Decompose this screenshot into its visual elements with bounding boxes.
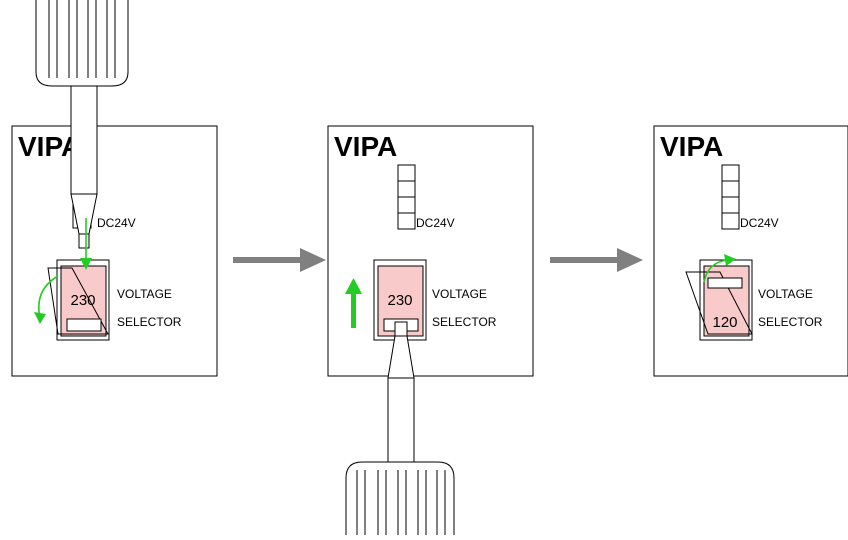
led-strip-3 xyxy=(721,164,740,230)
device-front-1 xyxy=(11,125,218,377)
motion-arrow-icon xyxy=(34,218,92,324)
switch-value: 230 xyxy=(70,292,95,309)
supply-label: DC24V xyxy=(740,216,779,230)
step-arrow-icon xyxy=(550,248,643,272)
motion-arrow-icon xyxy=(345,278,362,328)
supply-label: DC24V xyxy=(97,216,136,230)
selector-label-line-1: VOLTAGE xyxy=(758,287,813,301)
device-front-2 xyxy=(327,125,534,377)
screwdriver-icon xyxy=(345,321,455,535)
switch-value: 230 xyxy=(387,292,412,309)
motion-arrow-icon xyxy=(703,254,736,283)
selector-label-line-2: SELECTOR xyxy=(432,315,497,329)
voltage-switch-3[interactable]: 120 xyxy=(685,259,753,341)
screwdriver-icon xyxy=(35,0,129,249)
step-arrow-icon xyxy=(233,248,326,272)
selector-label-line-2: SELECTOR xyxy=(758,315,823,329)
panel-step-1: VIPA DC24V 230 VOLTAGE SELECTOR xyxy=(11,0,218,377)
selector-label-line-1: VOLTAGE xyxy=(117,287,172,301)
switch-value: 120 xyxy=(712,314,737,331)
led-strip-2 xyxy=(397,164,416,230)
voltage-switch-1[interactable]: 230 xyxy=(47,259,110,341)
vipa-logo: VIPA xyxy=(660,131,723,162)
vipa-logo: VIPA xyxy=(334,131,397,162)
selector-label-line-2: SELECTOR xyxy=(117,315,182,329)
panel-step-3: VIPA DC24V 120 VOLTAGE SELECTOR xyxy=(653,125,848,377)
selector-label-line-1: VOLTAGE xyxy=(432,287,487,301)
panel-step-2: VIPA DC24V 230 VOLTAGE SELECTOR xyxy=(327,125,534,535)
supply-label: DC24V xyxy=(416,216,455,230)
